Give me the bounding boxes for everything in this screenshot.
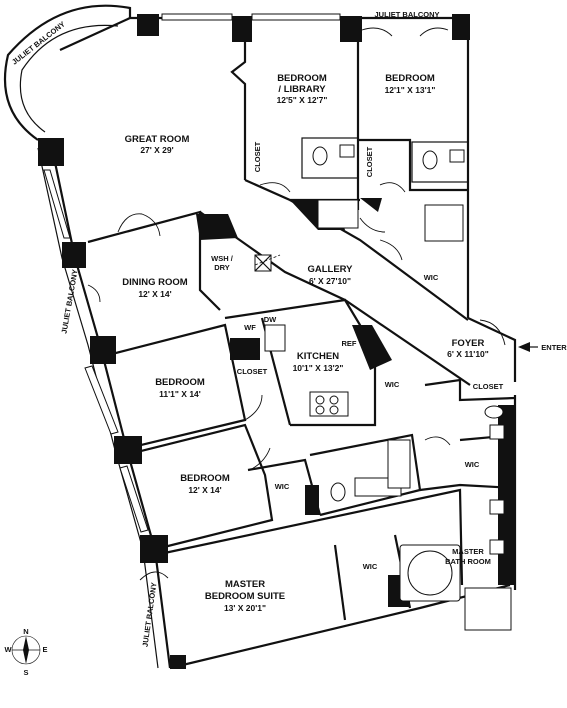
wic-label-5: WIC [363, 562, 378, 571]
bedroom-library-name1: BEDROOM [277, 73, 327, 84]
closet-label-4: CLOSET [473, 382, 504, 391]
kitchen-dims: 10'1" X 13'2" [293, 363, 344, 373]
dw-label: DW [264, 315, 277, 324]
compass-e: E [42, 645, 47, 654]
entry-arrow [518, 342, 538, 352]
bedroom-mid-dims: 11'1" X 14' [159, 389, 201, 399]
bedroom-library-dims: 12'5" X 12'7" [277, 95, 328, 105]
wsh-label: WSH / [211, 254, 234, 263]
fixtures [254, 144, 512, 631]
compass-icon: N S W E [4, 627, 47, 677]
bedroom-mid-name: BEDROOM [155, 377, 205, 388]
doors [87, 27, 506, 581]
gallery-dims: 6' X 27'10" [309, 276, 351, 286]
kitchen-name: KITCHEN [297, 351, 339, 362]
dry-label: DRY [214, 263, 230, 272]
gallery-name: GALLERY [307, 264, 353, 275]
wf-label: WF [244, 323, 256, 332]
room-labels: GREAT ROOM 27' X 29' BEDROOM / LIBRARY 1… [122, 73, 491, 613]
wic-label-2: WIC [385, 380, 400, 389]
closet-label-1: CLOSET [253, 141, 262, 172]
master-suite-name1: MASTER [225, 579, 265, 590]
great-room-name: GREAT ROOM [125, 134, 190, 145]
bedroom-low-name: BEDROOM [180, 473, 230, 484]
closet-label-2: CLOSET [365, 146, 374, 177]
master-suite-name2: BEDROOM SUITE [205, 591, 285, 602]
wic-label-4: WIC [275, 482, 290, 491]
foyer-name: FOYER [452, 338, 485, 349]
closet-label-3: CLOSET [237, 367, 268, 376]
columns [38, 14, 516, 669]
juliet-balcony-top: JULIET BALCONY [374, 10, 439, 19]
wic-label-3: WIC [465, 460, 480, 469]
windows [43, 13, 341, 533]
juliet-balcony-master: JULIET BALCONY [141, 582, 159, 648]
bedroom-low-dims: 12' X 14' [188, 485, 221, 495]
master-suite-dims: 13' X 20'1" [224, 603, 266, 613]
master-bath-name2: BATH ROOM [445, 557, 491, 566]
master-bath-name1: MASTER [452, 547, 484, 556]
foyer-dims: 6' X 11'10" [447, 349, 489, 359]
compass-w: W [4, 645, 12, 654]
great-room-dims: 27' X 29' [140, 145, 173, 155]
bedroom-ne-name: BEDROOM [385, 73, 435, 84]
bedroom-library-name2: / LIBRARY [278, 84, 326, 95]
compass-s: S [23, 668, 28, 677]
dining-room-name: DINING ROOM [122, 277, 188, 288]
dining-room-dims: 12' X 14' [138, 289, 171, 299]
compass-n: N [23, 627, 28, 636]
wic-label-1: WIC [424, 273, 439, 282]
juliet-balcony-dining: JULIET BALCONY [59, 269, 79, 335]
interior-walls [87, 18, 516, 621]
ref-label: REF [342, 339, 357, 348]
enter-label: ENTER [541, 343, 567, 352]
bedroom-ne-dims: 12'1" X 13'1" [385, 85, 436, 95]
